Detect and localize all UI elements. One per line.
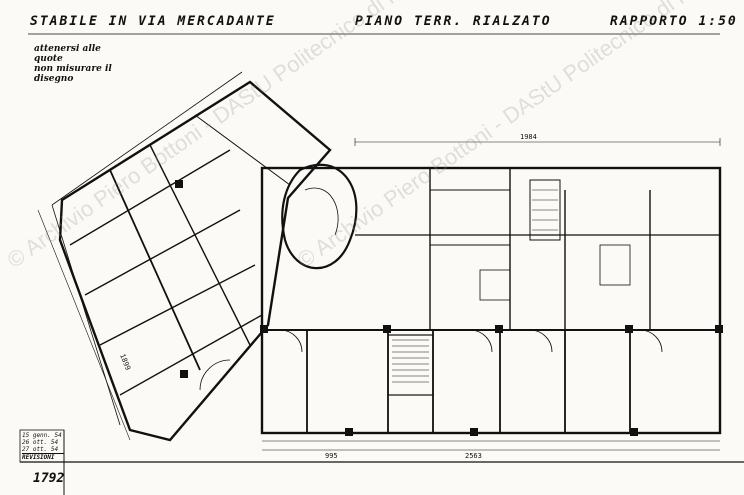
- left-side-dimension: 1899: [118, 353, 132, 372]
- wing-wall: [194, 114, 291, 186]
- angled-wing-outer-line-2: [51, 204, 121, 426]
- bottom-total-dimension: 2563: [465, 452, 482, 460]
- main-block-outline: [260, 166, 722, 435]
- scale-title: RAPPORTO 1:50: [610, 14, 738, 29]
- top-total-dimension: 1984: [520, 133, 537, 141]
- left-dimension-line: [37, 209, 131, 441]
- revision-entry: 26 ott. 54: [22, 439, 59, 446]
- revision-entry: 15 genn. 54: [22, 432, 62, 439]
- revisions-block: 15 genn. 54 26 ott. 54 27 ott. 54 REVISI…: [22, 432, 64, 461]
- angled-wing-outer-line: [51, 71, 243, 206]
- note-line-1: attenersi alle quote: [34, 44, 101, 64]
- angled-wing-outline: [58, 80, 332, 442]
- floor-title: PIANO TERR. RIALZATO: [355, 14, 552, 29]
- wing-wall: [84, 209, 241, 296]
- spiral-staircase: [281, 163, 358, 270]
- wing-wall: [99, 264, 256, 346]
- straight-staircase: [387, 334, 434, 396]
- dimension-note: attenersi alle quote non misurare il dis…: [34, 44, 124, 84]
- note-line-2: non misurare il: [34, 64, 112, 74]
- note-line-3: disegno: [34, 74, 74, 84]
- wing-wall: [119, 314, 263, 396]
- building-title: STABILE IN VIA MERCADANTE: [30, 14, 276, 29]
- revisions-label: REVISIONI: [22, 453, 64, 461]
- sheet-number: 1792: [33, 471, 65, 486]
- bottom-left-dimension: 995: [325, 452, 338, 460]
- structural-columns: [175, 180, 723, 436]
- wing-wall: [149, 144, 251, 346]
- upper-staircase: [529, 179, 561, 241]
- wing-wall: [109, 169, 201, 371]
- revision-entry: 27 ott. 54: [22, 446, 59, 453]
- wing-wall: [69, 149, 231, 246]
